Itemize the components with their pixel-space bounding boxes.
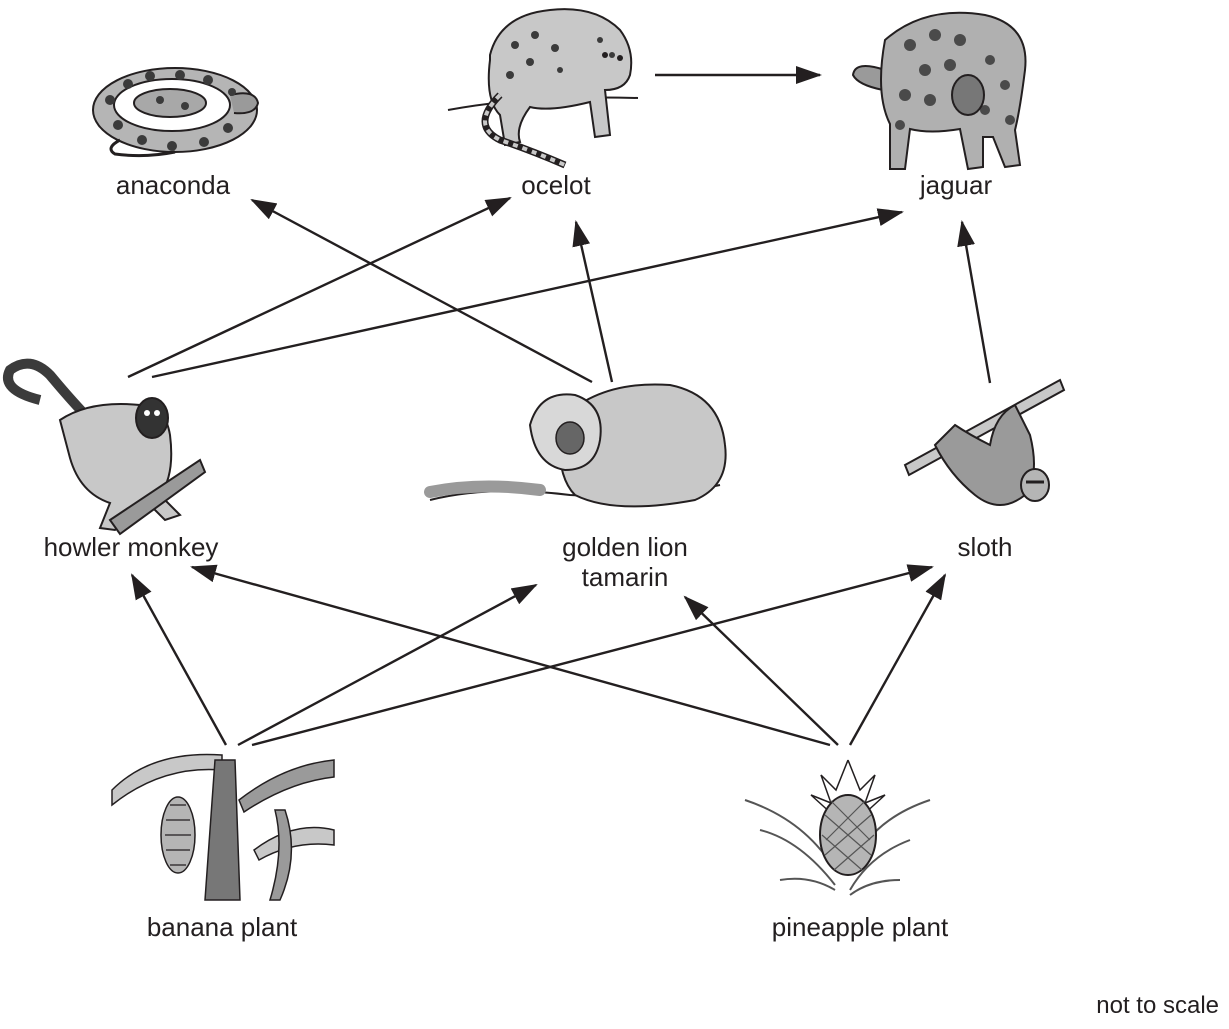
not-to-scale-note: not to scale [1096,992,1219,1020]
arrow-banana-to-sloth [252,567,932,745]
label-sloth: sloth [958,532,1013,562]
label-anaconda: anaconda [116,170,230,200]
sloth-illustration [905,380,1064,505]
label-ocelot: ocelot [521,170,590,200]
howler-monkey-illustration [8,364,205,534]
ocelot-illustration [448,9,638,165]
arrow-banana-to-tamarin [238,585,536,745]
arrow-banana-to-howler [132,575,226,745]
arrow-tamarin-to-ocelot [576,222,612,382]
banana-plant-illustration [112,752,334,900]
pineapple-plant-illustration [745,760,930,895]
arrow-howler-to-ocelot [128,198,510,377]
golden-lion-tamarin-illustration [430,384,726,506]
jaguar-illustration [853,13,1026,169]
anaconda-illustration [93,68,258,156]
arrow-pineapple-to-tamarin [685,597,838,745]
arrow-howler-to-jaguar [152,212,902,377]
arrow-sloth-to-jaguar [962,222,990,383]
label-howler-monkey: howler monkey [44,532,219,562]
label-golden-lion-tamarin: golden lion tamarin [562,532,688,592]
label-pineapple-plant: pineapple plant [772,912,948,942]
arrow-pineapple-to-sloth [850,575,945,745]
label-banana-plant: banana plant [147,912,297,942]
label-jaguar: jaguar [920,170,992,200]
